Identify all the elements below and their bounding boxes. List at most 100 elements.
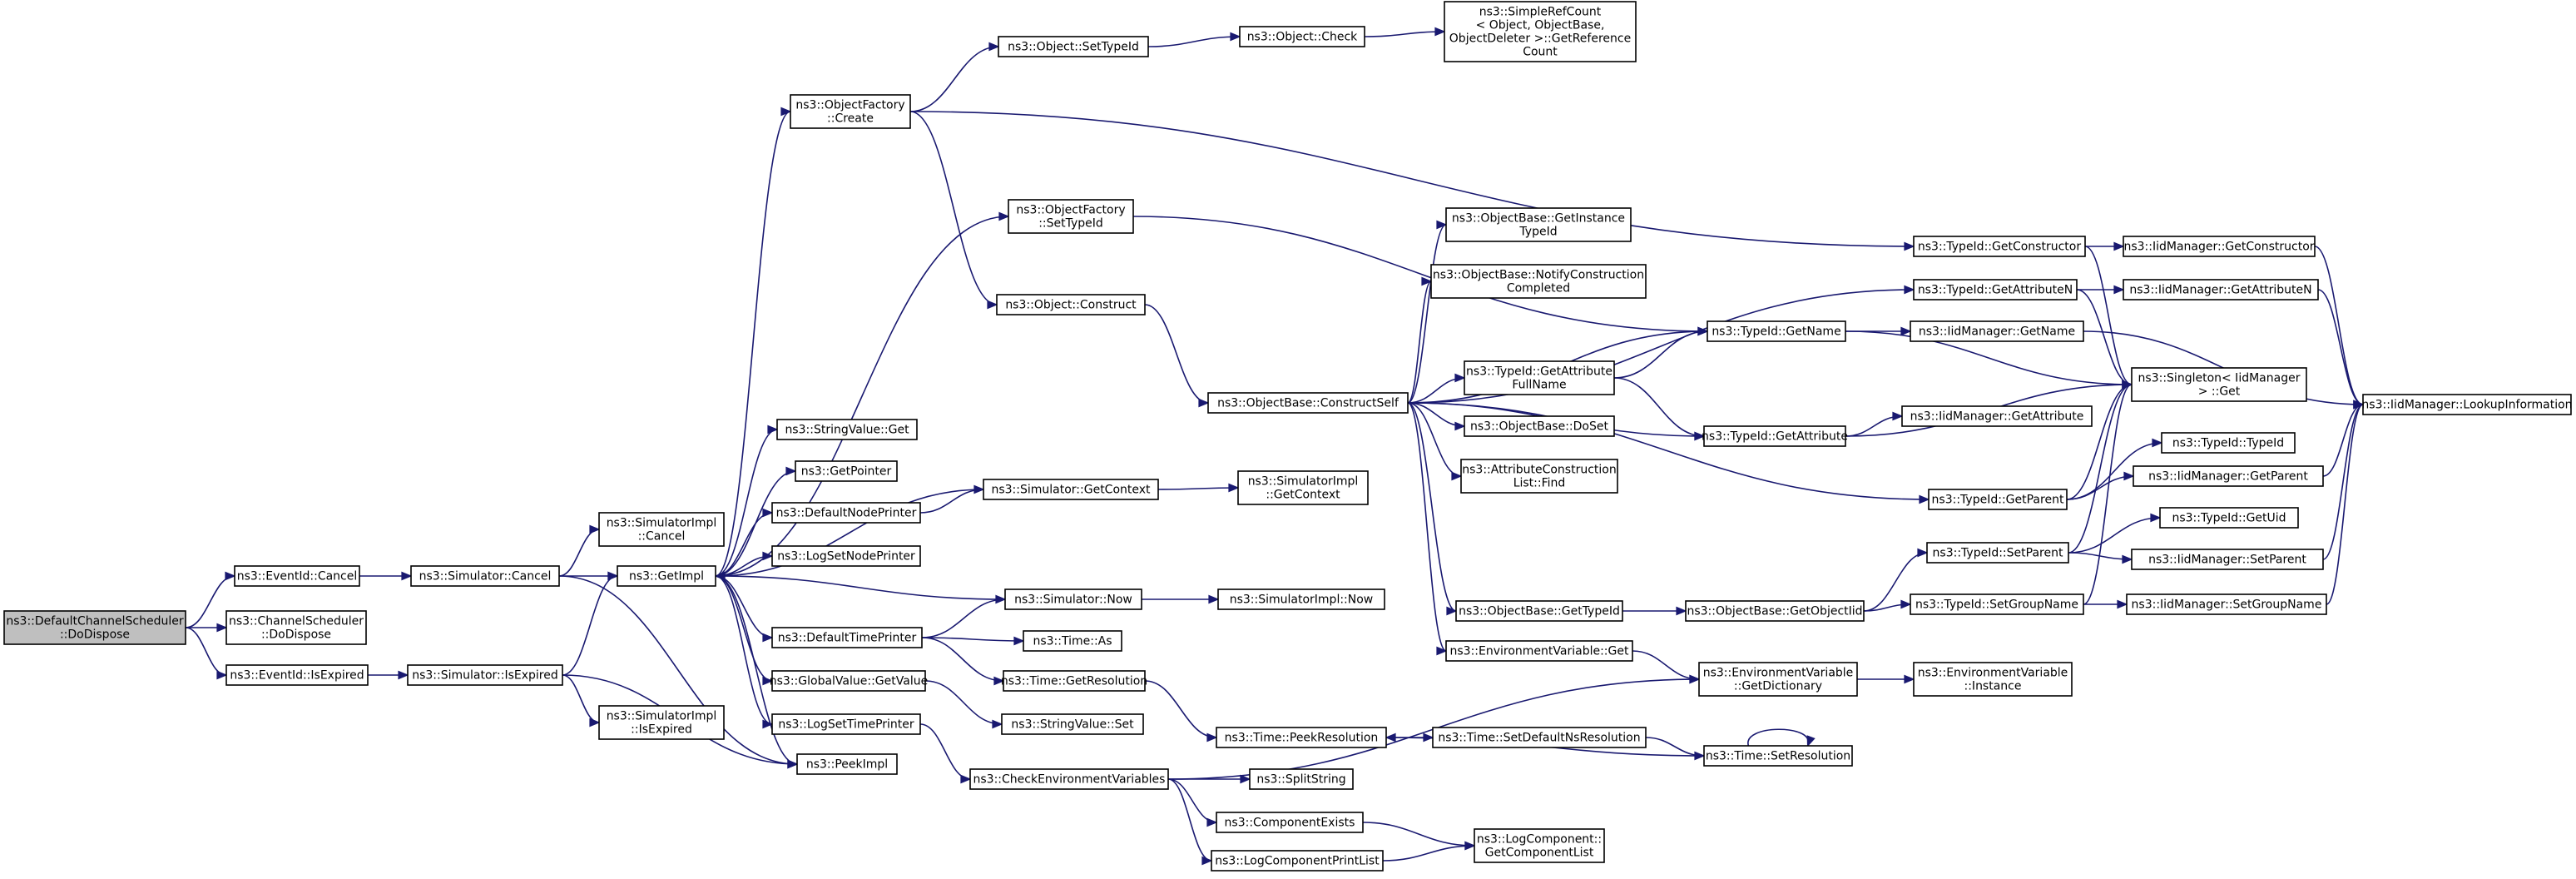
graph-node-label: ns3::StringValue::Set: [1011, 718, 1134, 732]
graph-node[interactable]: ns3::TypeId::GetAttributeN: [1913, 279, 2078, 300]
graph-node[interactable]: ns3::Time::SetDefaultNsResolution: [1432, 727, 1647, 748]
graph-node[interactable]: ns3::EnvironmentVariable::GetDictionary: [1698, 662, 1858, 697]
graph-edge: [1142, 594, 1220, 604]
graph-node[interactable]: ns3::LogSetTimePrinter: [771, 713, 921, 735]
graph-node[interactable]: ns3::Time::As: [1023, 630, 1122, 652]
graph-edge-line: [924, 680, 1003, 725]
graph-node[interactable]: ns3::Object::Construct: [996, 294, 1146, 315]
graph-node-label: ns3::IidManager::SetGroupName: [2132, 598, 2322, 612]
graph-node[interactable]: ns3::SimulatorImpl::GetContext: [1237, 470, 1369, 505]
graph-node[interactable]: ns3::SimpleRefCount< Object, ObjectBase,…: [1444, 1, 1637, 62]
graph-node[interactable]: ns3::IidManager::SetParent: [2131, 549, 2324, 570]
graph-node-box: [225, 610, 367, 645]
graph-node-box: [1703, 745, 1853, 767]
graph-node[interactable]: ns3::TypeId::SetGroupName: [1910, 593, 2084, 615]
graph-node[interactable]: ns3::StringValue::Set: [1001, 713, 1144, 735]
graph-edge-line: [715, 216, 1009, 577]
graph-node[interactable]: ns3::IidManager::GetName: [1910, 320, 2084, 342]
graph-node[interactable]: ns3::SimulatorImpl::IsExpired: [598, 705, 725, 740]
graph-node[interactable]: ns3::Time::PeekResolution: [1216, 727, 1387, 748]
graph-node-label: ns3::TypeId::GetAttributeN: [1918, 284, 2073, 297]
graph-node[interactable]: ns3::Time::GetResolution: [1001, 670, 1147, 692]
graph-node[interactable]: ns3::TypeId::GetAttribute: [1702, 425, 1848, 447]
graph-edge-arrowhead: [225, 571, 236, 581]
graph-node[interactable]: ns3::Simulator::Now: [1004, 588, 1142, 610]
graph-node[interactable]: ns3::LogComponent::GetComponentList: [1474, 828, 1605, 863]
graph-node[interactable]: ns3::GetPointer: [795, 460, 898, 482]
graph-node-label: ns3::Object::SetTypeId: [1008, 41, 1139, 54]
graph-node[interactable]: ns3::ObjectBase::DoSet: [1464, 415, 1615, 437]
graph-node[interactable]: ns3::GetImpl: [617, 565, 716, 587]
graph-edge-arrowhead: [1900, 326, 1912, 336]
graph-node[interactable]: ns3::IidManager::SetGroupName: [2126, 593, 2327, 615]
graph-node[interactable]: ns3::CheckEnvironmentVariables: [969, 768, 1169, 790]
graph-node[interactable]: ns3::EnvironmentVariable::Get: [1445, 640, 1633, 662]
graph-edge-line: [1407, 289, 1915, 404]
graph-edge-arrowhead: [762, 508, 774, 518]
graph-node[interactable]: ns3::Simulator::GetContext: [983, 479, 1159, 500]
graph-node[interactable]: ns3::SplitString: [1249, 768, 1354, 790]
graph-node[interactable]: ns3::Object::SetTypeId: [998, 36, 1149, 57]
graph-node-box: [1685, 600, 1865, 622]
graph-node[interactable]: ns3::IidManager::GetAttributeN: [2123, 279, 2319, 300]
graph-node[interactable]: ns3::LogComponentPrintList: [1211, 850, 1384, 872]
graph-node[interactable]: ns3::PeekImpl: [796, 753, 898, 775]
graph-node[interactable]: ns3::TypeId::TypeId: [2161, 432, 2296, 454]
graph-node[interactable]: ns3::ChannelScheduler::DoDispose: [225, 610, 367, 645]
graph-edge: [1407, 402, 1463, 481]
graph-node-box: [1698, 662, 1858, 697]
graph-node[interactable]: ns3::EnvironmentVariable::Instance: [1913, 662, 2073, 697]
graph-node[interactable]: ns3::ComponentExists: [1216, 812, 1364, 833]
graph-node[interactable]: ns3::Object::Check: [1239, 26, 1365, 47]
graph-node-box: [2123, 236, 2316, 257]
graph-edge: [2317, 289, 2365, 410]
graph-node[interactable]: ns3::SimulatorImpl::Now: [1217, 588, 1385, 610]
graph-edge-arrowhead: [2122, 380, 2133, 390]
graph-node[interactable]: ns3::GlobalValue::GetValue: [770, 670, 928, 692]
graph-edge-line: [2076, 289, 2133, 385]
graph-node[interactable]: ns3::Simulator::Cancel: [410, 565, 560, 587]
graph-edge-line: [1407, 402, 1447, 652]
graph-node-box: [598, 512, 725, 547]
graph-node[interactable]: ns3::ObjectFactory::SetTypeId: [1008, 199, 1134, 234]
graph-edge: [921, 636, 1025, 646]
graph-node[interactable]: ns3::IidManager::GetParent: [2133, 465, 2324, 487]
graph-node[interactable]: ns3::ObjectBase::GetObjectIid: [1685, 600, 1865, 622]
graph-node[interactable]: ns3::TypeId::GetParent: [1928, 489, 2068, 510]
graph-node[interactable]: ns3::ObjectBase::ConstructSelf: [1207, 392, 1409, 414]
graph-node[interactable]: ns3::StringValue::Get: [776, 419, 918, 440]
graph-node[interactable]: ns3::TypeId::GetName: [1707, 320, 1846, 342]
graph-node[interactable]: ns3::ObjectBase::GetTypeId: [1455, 600, 1623, 622]
graph-node[interactable]: ns3::TypeId::GetConstructor: [1913, 236, 2086, 257]
graph-node[interactable]: ns3::IidManager::GetConstructor: [2123, 236, 2316, 257]
graph-node[interactable]: ns3::Singleton< IidManager> ::Get: [2131, 367, 2307, 402]
graph-node[interactable]: ns3::TypeId::GetUid: [2159, 507, 2299, 529]
graph-node[interactable]: ns3::TypeId::SetParent: [1926, 542, 2069, 564]
graph-node[interactable]: ns3::LogSetNodePrinter: [771, 545, 921, 567]
graph-node[interactable]: ns3::EventId::IsExpired: [225, 664, 369, 686]
graph-node-box: [771, 670, 926, 692]
graph-node[interactable]: ns3::EventId::Cancel: [234, 565, 360, 587]
graph-node-box: [983, 479, 1159, 500]
graph-node-label: ns3::TypeId::SetParent: [1933, 547, 2063, 560]
graph-edge: [1863, 548, 1929, 612]
graph-node[interactable]: ns3::Time::SetResolution: [1703, 745, 1853, 767]
graph-node-box: [969, 768, 1169, 790]
graph-node[interactable]: ns3::IidManager::GetAttribute: [1901, 405, 2093, 427]
graph-node[interactable]: ns3::DefaultTimePrinter: [771, 627, 923, 648]
graph-edge-line: [1364, 31, 1445, 37]
graph-node[interactable]: ns3::IidManager::LookupInformation: [2361, 394, 2573, 415]
graph-edge: [1407, 285, 1915, 404]
graph-node[interactable]: ns3::Simulator::IsExpired: [407, 664, 563, 686]
graph-node[interactable]: ns3::ObjectBase::NotifyConstructionCompl…: [1430, 264, 1647, 299]
graph-node[interactable]: ns3::DefaultChannelScheduler::DoDispose: [3, 610, 186, 645]
graph-edge: [1613, 377, 1706, 441]
graph-node[interactable]: ns3::ObjectFactory::Create: [790, 94, 911, 129]
graph-node[interactable]: ns3::DefaultNodePrinter: [771, 502, 921, 524]
graph-node[interactable]: ns3::SimulatorImpl::Cancel: [598, 512, 725, 547]
graph-edge: [715, 107, 792, 577]
graph-node-label: ::DoDispose: [261, 628, 331, 642]
